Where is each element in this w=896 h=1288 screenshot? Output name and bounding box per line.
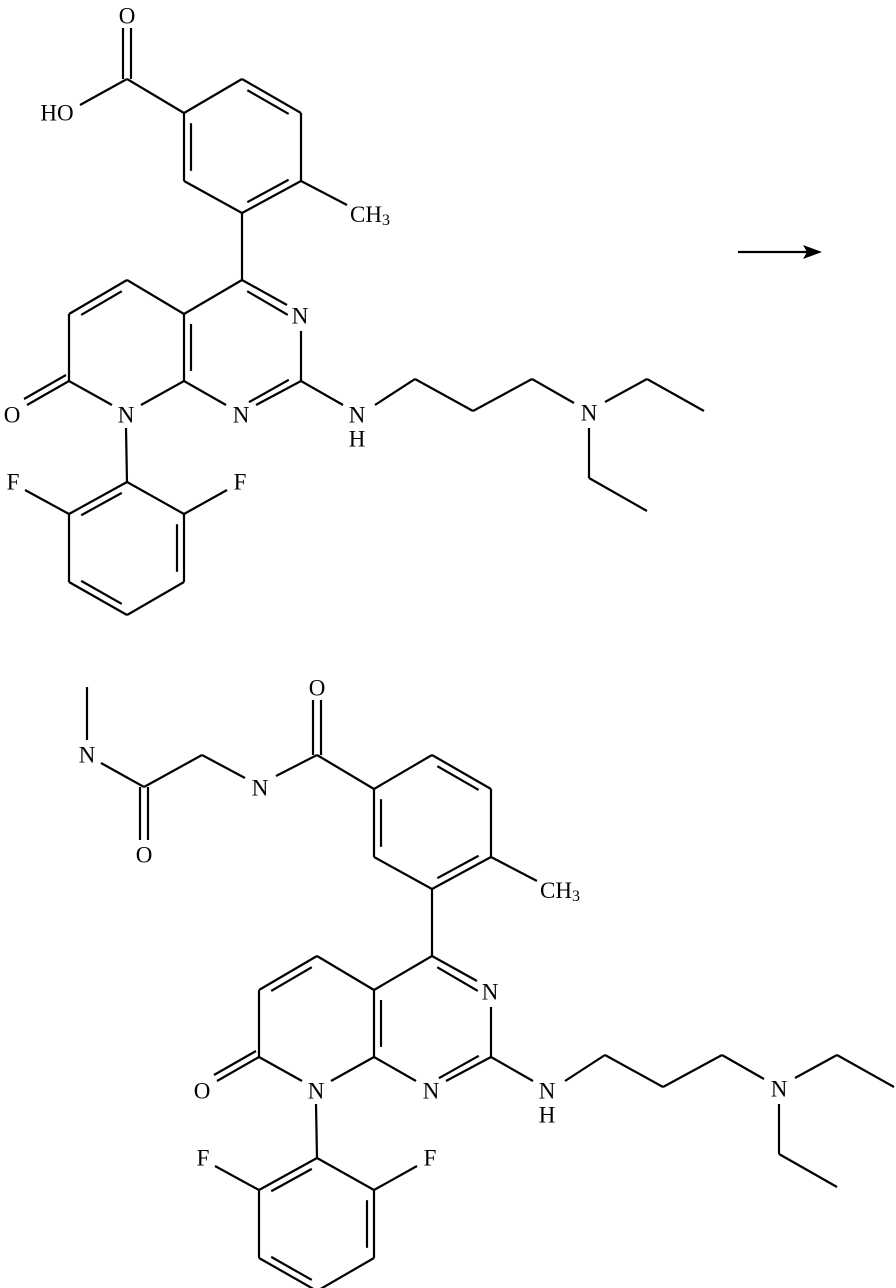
bond: [126, 428, 127, 482]
bond: [184, 181, 242, 213]
product-molecule: O N O N CH3 N N N O N H F F N: [79, 676, 788, 1171]
bond: [316, 1104, 317, 1158]
bond: [374, 1057, 416, 1081]
bond: [491, 857, 537, 881]
atom-label-amine-n: N: [349, 403, 366, 428]
bond: [259, 1158, 317, 1190]
bond: [779, 1154, 837, 1187]
bond: [202, 755, 245, 778]
bond: [127, 280, 184, 314]
bond: [374, 857, 432, 889]
reaction-arrow-icon: [738, 245, 822, 259]
bond: [69, 482, 127, 514]
bond: [317, 1258, 374, 1288]
bond: [127, 482, 184, 514]
atom-label-pyrimidine-n1: N: [423, 1079, 440, 1104]
bond: [242, 79, 301, 113]
bond: [141, 381, 184, 405]
bond: [663, 1055, 722, 1087]
atom-label-fluoro-right: F: [234, 470, 247, 495]
bond: [532, 379, 574, 403]
bond: [127, 79, 184, 113]
bond: [215, 1166, 259, 1190]
bond: [374, 1166, 417, 1190]
bond: [184, 490, 227, 514]
bond: [144, 755, 202, 787]
atom-label-amine-h: H: [349, 427, 366, 452]
bond: [565, 1055, 605, 1081]
bond: [415, 379, 473, 411]
bond: [317, 1158, 374, 1190]
bond: [374, 956, 432, 990]
bond: [276, 755, 317, 776]
atom-label-fluoro-left: F: [197, 1146, 210, 1171]
bond: [127, 582, 184, 615]
bond: [301, 381, 343, 405]
atom-label-pyrimidine-n3: N: [482, 980, 499, 1005]
atom-label-fluoro-right: F: [424, 1146, 437, 1171]
bond: [605, 1055, 663, 1087]
bond: [259, 956, 317, 990]
atom-label-methyl: CH3: [540, 878, 580, 905]
bond: [101, 763, 144, 787]
atom-label-pyrimidine-n1: N: [233, 403, 250, 428]
bond: [184, 79, 242, 113]
bond: [647, 379, 704, 411]
bond: [589, 478, 647, 511]
bond: [69, 582, 127, 615]
bond: [491, 1057, 533, 1081]
atom-label-amide-n: N: [252, 776, 269, 801]
bond: [259, 1258, 317, 1288]
atom-label-diethylamino-n: N: [581, 401, 598, 426]
bond: [301, 181, 347, 205]
atom-label-amide-oxygen: O: [309, 676, 326, 701]
bond: [184, 381, 226, 405]
bond: [69, 280, 127, 314]
atom-label-amine-h: H: [539, 1103, 556, 1128]
bonds: [24, 28, 894, 1288]
bond: [473, 379, 532, 411]
bond: [259, 1057, 302, 1081]
bond: [317, 755, 374, 789]
bond: [184, 280, 242, 314]
atom-label-pyridone-oxygen: O: [4, 403, 21, 428]
atom-label-fluoro-left: F: [7, 470, 20, 495]
atom-label-pyridone-n8: N: [308, 1079, 325, 1104]
atom-label-amine-n: N: [539, 1079, 556, 1104]
bond: [837, 1055, 894, 1087]
atom-label-pyrimidine-n3: N: [292, 304, 309, 329]
atom-label-hydroxyl: HO: [40, 101, 73, 126]
bond: [374, 755, 432, 789]
bond: [722, 1055, 764, 1079]
bond: [432, 857, 491, 889]
bond: [242, 181, 301, 213]
atom-label-diethylamino-n: N: [771, 1077, 788, 1102]
reactant-molecule: O HO CH3 N N N O N H F F N: [4, 4, 598, 495]
bond: [80, 79, 127, 105]
atom-label-methyl: CH3: [350, 202, 390, 229]
atom-label-methylamide-n: N: [79, 743, 96, 768]
atom-label-carboxyl-oxygen: O: [119, 4, 136, 29]
atom-label-glycine-oxygen: O: [136, 843, 153, 868]
bond: [432, 755, 491, 789]
bond: [375, 379, 415, 405]
atom-label-pyridone-oxygen: O: [194, 1079, 211, 1104]
bond: [317, 956, 374, 990]
bond: [605, 379, 647, 402]
bond: [331, 1057, 374, 1081]
bond: [69, 381, 112, 405]
bond: [795, 1055, 837, 1078]
atom-label-pyridone-n8: N: [118, 403, 135, 428]
bond: [25, 490, 69, 514]
